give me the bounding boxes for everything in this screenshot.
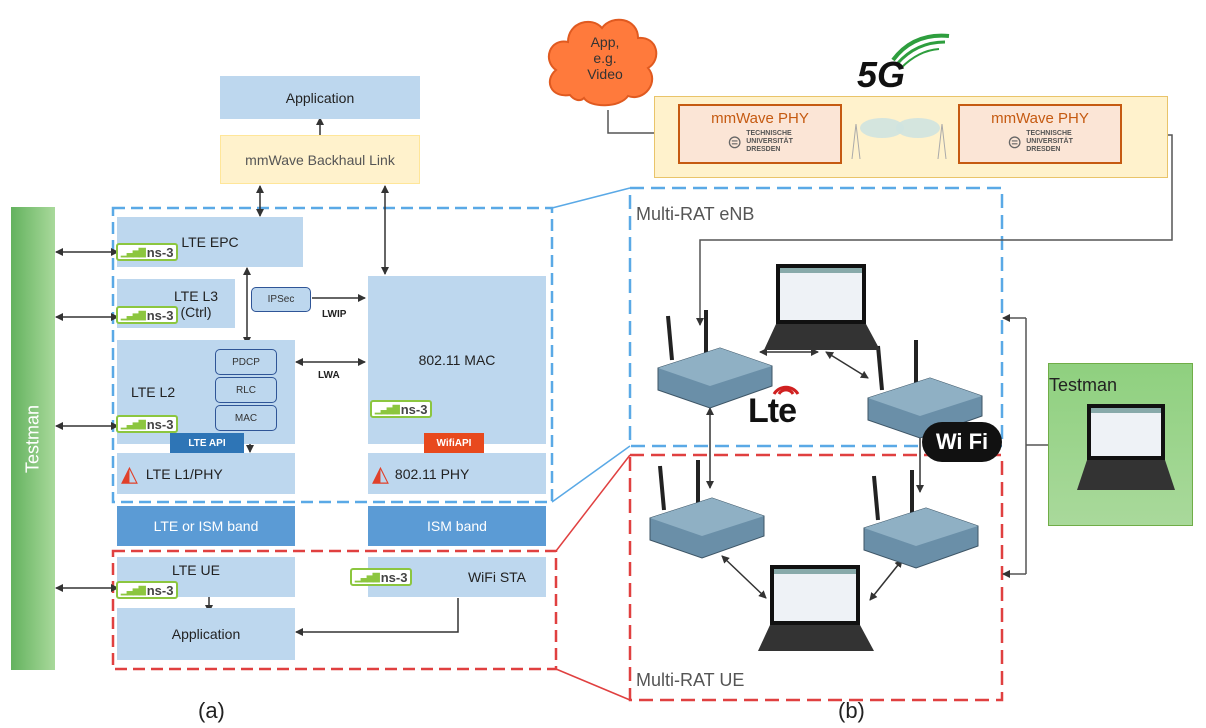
tud-line: UNIVERSITÄT (746, 138, 793, 145)
tud-line: DRESDEN (746, 146, 781, 153)
lte-l3-ctrl: (Ctrl) (180, 303, 212, 320)
enb-zoom-line (551, 187, 631, 209)
ns3-badge-sta: ▁▃▅▇ns-3 (350, 568, 413, 586)
router-icon (657, 310, 773, 409)
laptop-icon (1077, 404, 1175, 490)
antenna-beams-icon (851, 118, 947, 160)
mmwave-phy-left: mmWave PHY ⊜ TECHNISCHE UNIVERSITÄT DRES… (678, 104, 842, 164)
ns3-badge-l3: ▁▃▅▇ns-3 (116, 306, 179, 324)
router-icon (863, 470, 979, 569)
lte-l2-label: LTE L2 (131, 384, 176, 400)
application-top-box: Application (220, 76, 420, 119)
lte-phy-box: ◭ LTE L1/PHY (117, 453, 295, 494)
ns3-text: ns-3 (146, 582, 174, 598)
router-icon (649, 460, 765, 559)
mmwave-phy-right-title: mmWave PHY (991, 110, 1089, 127)
mmwave-phy-right: mmWave PHY ⊜ TECHNISCHE UNIVERSITÄT DRES… (958, 104, 1122, 164)
lte-logo-text: Lte (748, 392, 797, 430)
lte-api-badge: LTE API (170, 433, 244, 453)
cloud-line: Video (587, 66, 623, 82)
laptop-icon (764, 264, 880, 350)
ns3-badge-ue: ▁▃▅▇ns-3 (116, 581, 179, 599)
ns3-text: ns-3 (380, 569, 408, 585)
cloud-label: App, e.g. Video (572, 34, 638, 82)
wifi-sta-label: WiFi STA (467, 569, 527, 585)
application-bottom-box: Application (117, 608, 295, 660)
enb-stack-boundary (111, 206, 554, 504)
rlc-box: RLC (215, 377, 277, 403)
lte-phy-icon: ◭ (121, 460, 138, 486)
lte-phy-label: LTE L1/PHY (145, 465, 223, 482)
ue-zoom-line (555, 454, 631, 552)
testman-label-right: Testman (1049, 375, 1118, 395)
ipsec-box: IPSec (251, 287, 311, 312)
enb-zoom-line (551, 445, 631, 503)
tud-line: TECHNISCHE (746, 130, 792, 137)
cloud-line: e.g. (593, 50, 617, 66)
tud-emblem-icon: ⊜ (1007, 131, 1023, 152)
5g-logo: 5G (853, 30, 953, 95)
ns3-text: ns-3 (146, 244, 174, 260)
lte-epc-label: LTE EPC (181, 234, 239, 250)
pdcp-box: PDCP (215, 349, 277, 375)
ns3-badge-l2: ▁▃▅▇ns-3 (116, 415, 179, 433)
tud-line: DRESDEN (1026, 146, 1061, 153)
wifi-phy-icon: ◭ (372, 460, 389, 486)
multi-rat-ue-label: Multi-RAT UE (636, 670, 745, 690)
mmwave-backhaul-box: mmWave Backhaul Link (220, 135, 420, 184)
testman-box-right: Testman (1048, 363, 1193, 526)
lwip-label: LWIP (322, 309, 347, 320)
caption-b: (b) (838, 698, 865, 723)
wifi-logo-text: Wi Fi (935, 429, 989, 454)
wifi-mac-box: 802.11 MAC (368, 276, 546, 444)
tud-logo-left: ⊜ TECHNISCHE UNIVERSITÄT DRESDEN (680, 130, 840, 154)
app-cloud (547, 18, 658, 107)
caption-a: (a) (198, 698, 225, 723)
mmwave-phy-left-title: mmWave PHY (711, 110, 809, 127)
wifi-api-badge: WifiAPI (424, 433, 484, 453)
lte-logo: Lte (748, 378, 800, 431)
tud-emblem-icon: ⊜ (727, 131, 743, 152)
mac-box: MAC (215, 405, 277, 431)
5g-text: 5G (857, 54, 906, 95)
tud-line: UNIVERSITÄT (1026, 138, 1073, 145)
testman-label-left: Testman (22, 404, 43, 473)
ue-zoom-line (555, 668, 631, 701)
ns3-text: ns-3 (400, 401, 428, 417)
tud-logo-right: ⊜ TECHNISCHE UNIVERSITÄT DRESDEN (960, 130, 1120, 154)
wifi-logo: Wi Fi (922, 422, 1002, 462)
ue-stack-boundary (111, 549, 558, 671)
ns3-badge-epc: ▁▃▅▇ns-3 (116, 243, 179, 261)
testman-bar-left: Testman (11, 207, 55, 670)
lte-l3-label: LTE L3 (173, 287, 219, 304)
laptop-icon (758, 565, 874, 651)
ns3-badge-wifi-mac: ▁▃▅▇ns-3 (370, 400, 433, 418)
ns3-text: ns-3 (146, 307, 174, 323)
wifi-phy-box: ◭ 802.11 PHY (368, 453, 546, 494)
wifi-phy-label: 802.11 PHY (394, 465, 470, 482)
ism-band-box: ISM band (368, 506, 546, 546)
lte-signal-icon (772, 385, 800, 395)
cloud-line: App, (590, 34, 620, 50)
lte-ue-label: LTE UE (172, 562, 220, 578)
multi-rat-enb-label: Multi-RAT eNB (636, 204, 755, 224)
lte-band-box: LTE or ISM band (117, 506, 295, 546)
tud-line: TECHNISCHE (1026, 130, 1072, 137)
lwa-label: LWA (318, 370, 340, 381)
ns3-text: ns-3 (146, 416, 174, 432)
5g-waves-icon (891, 33, 950, 69)
